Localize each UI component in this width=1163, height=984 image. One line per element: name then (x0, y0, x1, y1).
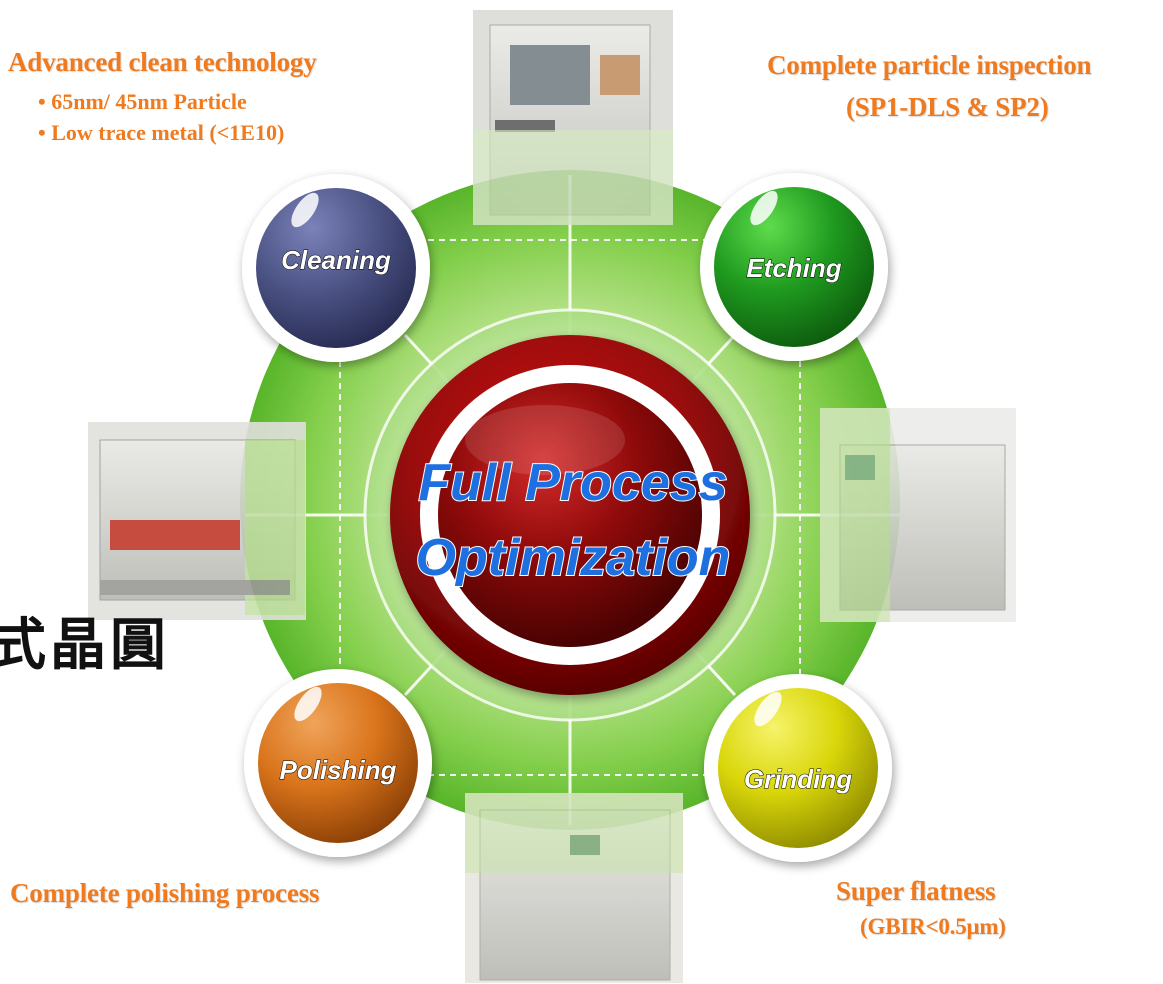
equipment-photo-bottom (465, 793, 683, 983)
cleaning-orb (256, 188, 416, 348)
annotation-top-left-bullets: 65nm/ 45nm Particle Low trace metal (<1E… (38, 86, 284, 148)
center-hub: Full Process Optimization (390, 335, 750, 695)
polishing-orb (258, 683, 418, 843)
equipment-photo-top (473, 10, 673, 225)
annotation-bottom-left-title: Complete polishing process (10, 878, 320, 908)
node-grinding: Grinding (704, 674, 892, 862)
equipment-photo-left (88, 422, 306, 620)
equipment-photo-right (820, 408, 1016, 622)
annotation-top-right-line2: (SP1-DLS & SP2) (846, 92, 1049, 122)
grinding-orb (718, 688, 878, 848)
annotation-bottom-right-line1: Super flatness (836, 876, 996, 906)
side-cjk-text: 式晶圓 (0, 612, 170, 678)
cleaning-label: Cleaning (281, 245, 391, 275)
node-etching: Etching (700, 173, 888, 361)
bullet-item: Low trace metal (<1E10) (38, 117, 284, 148)
annotation-top-left-title: Advanced clean technology (8, 47, 317, 77)
center-title-line1: Full Process (418, 454, 727, 512)
bullet-item: 65nm/ 45nm Particle (38, 86, 284, 117)
node-cleaning: Cleaning (242, 174, 430, 362)
center-title-line2: Optimization (416, 529, 731, 587)
annotation-top-right-line1: Complete particle inspection (767, 50, 1092, 80)
node-polishing: Polishing (244, 669, 432, 857)
etching-label: Etching (746, 253, 841, 283)
grinding-label: Grinding (744, 764, 852, 794)
polishing-label: Polishing (280, 755, 397, 785)
annotation-bottom-right-line2: (GBIR<0.5μm) (860, 914, 1006, 939)
etching-orb (714, 187, 874, 347)
